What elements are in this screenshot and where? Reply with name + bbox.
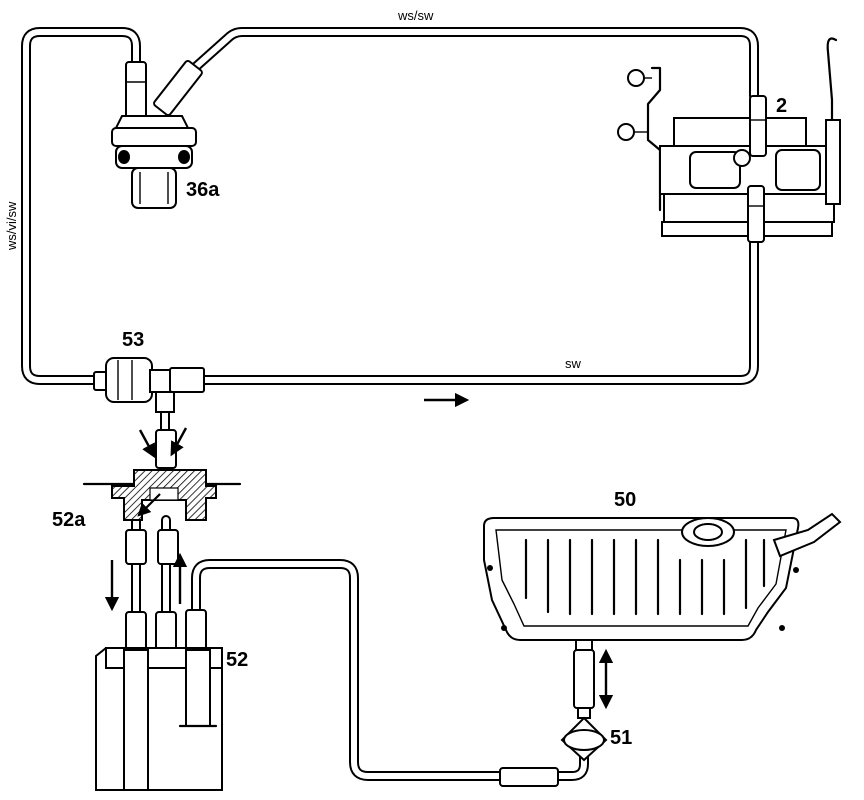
fuel-pump-52: 52 — [95, 609, 248, 791]
pressure-switch-36a: 36a — [111, 59, 220, 209]
pump-cap-52a: 52a — [52, 427, 242, 565]
label-36a: 36a — [186, 179, 220, 201]
wire-label-left: ws/vi/sw — [4, 201, 19, 251]
fuel-tank-50: 50 — [483, 489, 842, 709]
wire-label-top: ws/sw — [397, 8, 434, 23]
label-51: 51 — [610, 727, 632, 749]
tank-ribs — [524, 538, 766, 616]
label-50: 50 — [614, 489, 636, 511]
label-2: 2 — [776, 95, 787, 117]
label-53: 53 — [122, 329, 144, 351]
label-52a: 52a — [52, 509, 86, 531]
valve-53: 53 — [93, 329, 205, 413]
label-52: 52 — [226, 649, 248, 671]
carburetor-2: 2 — [617, 37, 841, 243]
fuel-filter-51: 51 — [499, 707, 632, 787]
wire-label-bottom: sw — [565, 356, 582, 371]
